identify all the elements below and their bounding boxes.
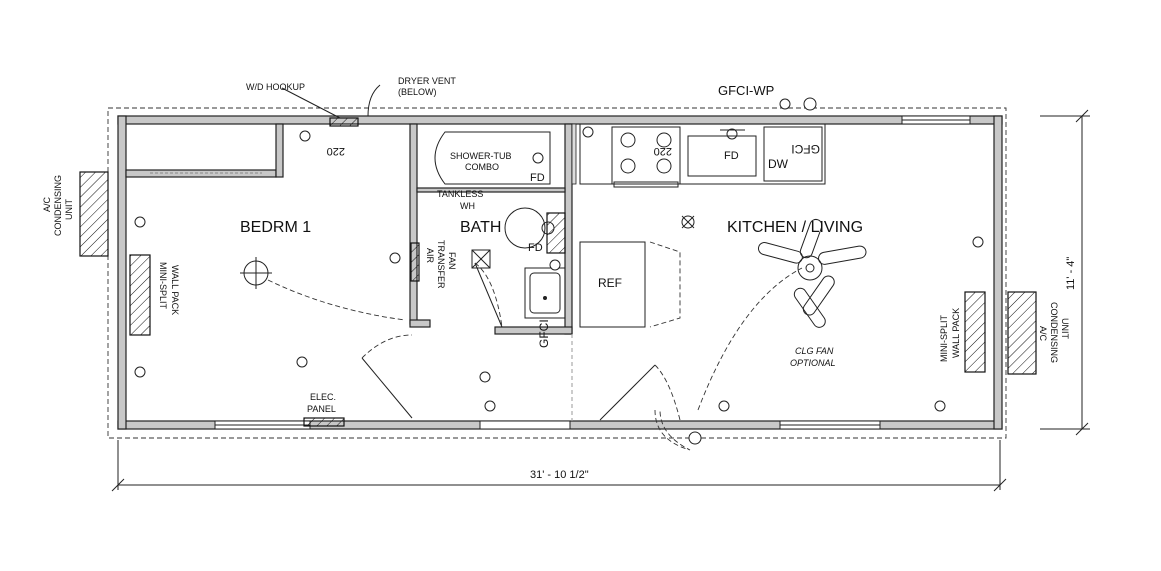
v220-label-range: 220: [654, 145, 672, 157]
tankless-label-1: TANKLESS: [437, 189, 483, 199]
elec-panel-label-2: PANEL: [307, 404, 336, 414]
ref-label: REF: [598, 276, 622, 290]
ac-label-right-3: UNIT: [1060, 318, 1070, 339]
ac-label-left-2: CONDENSING: [53, 175, 63, 236]
fd-label-kitchen: FD: [724, 150, 739, 162]
clg-fan-label-1: CLG FAN: [795, 346, 834, 356]
air-label-1: AIR: [425, 248, 435, 264]
air-label-3: FAN: [447, 252, 457, 270]
dimension-length: 31' - 10 1/2": [530, 469, 589, 481]
shower-label-1: SHOWER-TUB: [450, 151, 512, 161]
closet-walls: [125, 123, 284, 178]
shower-tub: [434, 131, 551, 185]
mini-split-label-right-2: WALL PACK: [951, 308, 961, 358]
room-label-bedroom: BEDRM 1: [240, 219, 311, 236]
v220-label-bedroom: 220: [327, 145, 345, 157]
wd-hookup-label: W/D HOOKUP: [246, 82, 305, 92]
fd-label-bath: FD: [528, 242, 543, 254]
outlets: [134, 97, 984, 445]
mini-split-label-left-1: MINI-SPLIT: [158, 262, 168, 310]
ceiling-fan: [697, 218, 867, 411]
kitchen-counter: [579, 123, 826, 188]
gfci-label: GFCI: [537, 319, 551, 348]
shower-label-2: COMBO: [465, 162, 499, 172]
mini-split-label-right-1: MINI-SPLIT: [939, 314, 949, 362]
refrigerator: [579, 241, 681, 328]
property-boundary: [107, 107, 1007, 439]
ac-label-left-1: A/C: [42, 196, 52, 212]
windows: [214, 115, 971, 430]
gfci-label-counter: GFCI: [791, 142, 820, 156]
gfci-wp-label: GFCI-WP: [718, 83, 774, 98]
room-label-bath: BATH: [460, 219, 501, 236]
dryer-vent-label-1: DRYER VENT: [398, 76, 456, 86]
ac-label-left-3: UNIT: [64, 199, 74, 220]
tankless-water-heater: [504, 207, 566, 254]
ac-label-right-1: A/C: [1038, 326, 1048, 342]
bath-sink: [524, 267, 566, 319]
ac-label-right-2: CONDENSING: [1049, 302, 1059, 363]
tankless-label-2: WH: [460, 201, 475, 211]
smoke-detector-icon: [681, 215, 695, 229]
air-transfer-fan: [410, 242, 420, 282]
doors: [361, 262, 691, 451]
exhaust-fan-icon: [471, 249, 491, 269]
mini-split-wall-pack-right: [964, 291, 986, 373]
wd-hookup-box: [329, 117, 359, 127]
dryer-vent-label-2: (BELOW): [398, 87, 437, 97]
mini-split-wall-pack-left: [129, 254, 151, 336]
air-label-2: TRANSFER: [436, 240, 446, 289]
fd-label-shower: FD: [530, 172, 545, 184]
electrical-panel: [303, 417, 345, 427]
dimension-lines: [111, 109, 1090, 492]
ceiling-light-icon: [240, 257, 406, 321]
dimension-width: 11' - 4": [1065, 257, 1077, 290]
elec-panel-label-1: ELEC.: [310, 392, 336, 402]
mini-split-label-left-2: WALL PACK: [170, 265, 180, 315]
dw-label: DW: [768, 157, 789, 171]
ac-condensing-unit-left: [79, 171, 109, 257]
ac-condensing-unit-right: [1007, 291, 1037, 375]
room-label-kitchen-living: KITCHEN / LIVING: [727, 219, 863, 236]
clg-fan-label-2: OPTIONAL: [790, 358, 836, 368]
